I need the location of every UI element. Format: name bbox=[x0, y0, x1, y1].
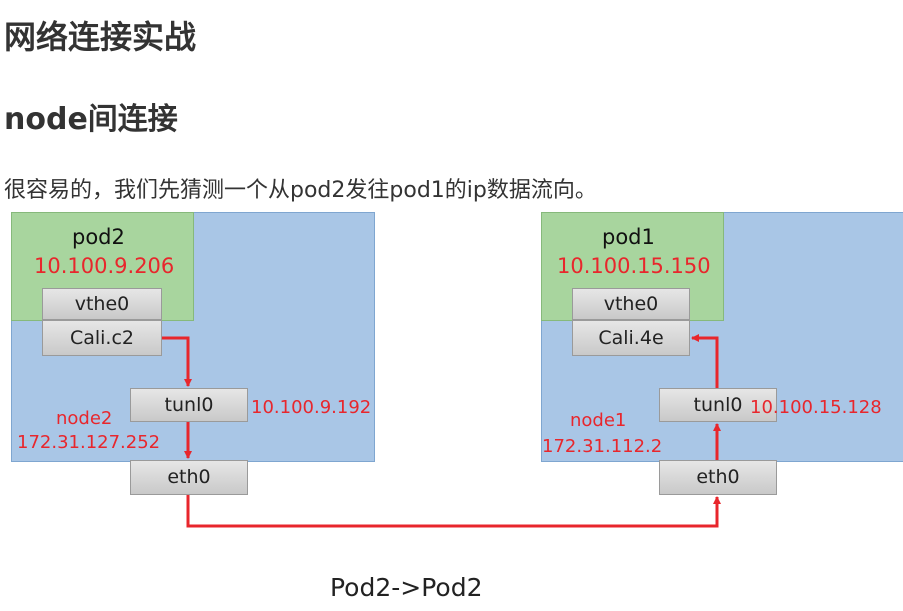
node2-eth0-box: eth0 bbox=[130, 460, 248, 495]
intro-text: 很容易的，我们先猜测一个从pod2发往pod1的ip数据流向。 bbox=[4, 178, 597, 203]
node1-cali-box: Cali.4e bbox=[572, 320, 690, 356]
arrow-eth0-left-to-eth0-right bbox=[186, 495, 721, 528]
node1-name: node1 bbox=[570, 410, 627, 431]
pod1-ip: 10.100.15.150 bbox=[557, 254, 711, 278]
pod1-name: pod1 bbox=[602, 225, 655, 249]
node1-ip: 172.31.112.2 bbox=[542, 436, 663, 457]
node1-eth0-box: eth0 bbox=[659, 460, 777, 495]
node1-tunl0-ip: 10.100.15.128 bbox=[750, 397, 882, 418]
pod2-ip: 10.100.9.206 bbox=[34, 254, 175, 278]
page-title: 网络连接实战 bbox=[4, 18, 197, 56]
pod2-vthe0-box: vthe0 bbox=[42, 288, 162, 320]
node2-tunl0-ip: 10.100.9.192 bbox=[251, 397, 372, 418]
pod2-name: pod2 bbox=[72, 225, 125, 249]
pod1-vthe0-box: vthe0 bbox=[572, 288, 690, 320]
node2-name: node2 bbox=[56, 408, 113, 429]
node2-tunl0-box: tunl0 bbox=[130, 388, 248, 422]
node2-ip: 172.31.127.252 bbox=[17, 432, 161, 453]
diagram-caption: Pod2->Pod2 bbox=[330, 573, 483, 602]
node1-tunl0-box: tunl0 bbox=[659, 388, 777, 422]
section-heading: node间连接 bbox=[4, 102, 178, 137]
node2-cali-box: Cali.c2 bbox=[42, 320, 162, 356]
